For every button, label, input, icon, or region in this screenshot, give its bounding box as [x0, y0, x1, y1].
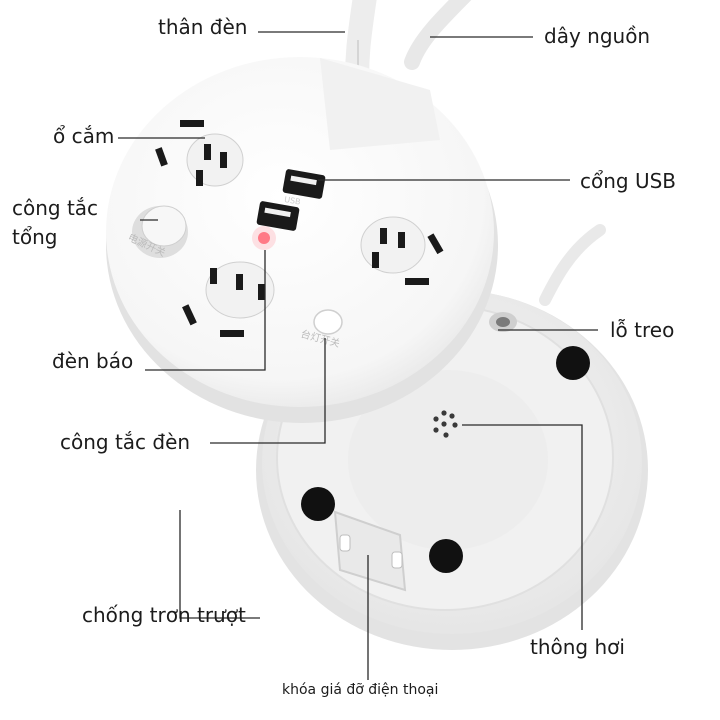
outlet-icon [182, 261, 275, 337]
outlet-icon [360, 216, 444, 285]
hanging-hole-icon [489, 312, 517, 332]
socket-top: 电源开关 台灯开关 USB [106, 57, 498, 423]
label-lamp-switch: công tắc đèn [60, 430, 191, 454]
label-power-cord: dây nguồn [544, 24, 651, 48]
indicator-light-icon [258, 232, 270, 244]
master-switch-icon [132, 205, 188, 258]
label-master-switch-line2: tổng [12, 225, 58, 249]
label-master-switch: công tắc tổng [12, 194, 122, 252]
label-indicator-light: đèn báo [52, 349, 134, 373]
label-master-switch-line1: công tắc [12, 196, 99, 220]
anti-slip-foot [301, 487, 335, 521]
lamp-switch-icon [313, 309, 343, 335]
callout-lines [118, 31, 598, 680]
label-hanging-hole: lỗ treo [610, 318, 675, 342]
phone-holder-slot [333, 510, 407, 592]
usb-caption: USB [283, 195, 301, 207]
outlet-icon [155, 120, 244, 187]
power-cord [404, 0, 472, 70]
label-usb-port: cổng USB [580, 169, 677, 193]
anti-slip-foot [429, 539, 463, 573]
label-phone-holder-lock: khóa giá đỡ điện thoại [282, 682, 439, 698]
label-anti-slip: chống trơn trượt [82, 603, 246, 627]
power-cord-2 [539, 224, 606, 306]
label-lamp-body: thân đèn [158, 15, 248, 39]
usb-port-icon [256, 169, 326, 231]
anti-slip-foot [556, 346, 590, 380]
label-ventilation: thông hơi [530, 635, 625, 659]
vent-icon [433, 410, 458, 438]
label-outlet: ổ cắm [53, 124, 115, 148]
